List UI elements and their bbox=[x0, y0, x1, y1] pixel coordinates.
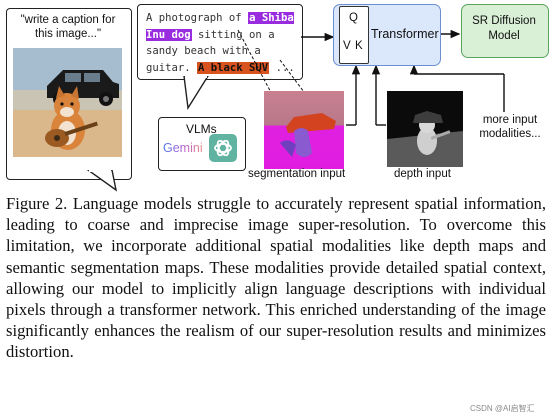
prompt-bubble-tail bbox=[86, 170, 118, 192]
watermark: CSDN @AI启智汇 bbox=[470, 404, 535, 413]
transformer-label: Transformer bbox=[371, 27, 439, 41]
query-label: Q bbox=[349, 12, 358, 24]
depth-input-label: depth input bbox=[394, 168, 451, 180]
gemini-logo: Gemini bbox=[163, 141, 203, 155]
vlm-label: VLMs bbox=[186, 122, 217, 136]
caption-highlight-suv: A black SUV bbox=[197, 61, 270, 74]
caption-part-2: sitting on a sandy beach with a guitar. bbox=[146, 28, 275, 74]
chatgpt-icon bbox=[209, 134, 237, 162]
segmentation-input-label: segmentation input bbox=[248, 168, 346, 180]
segmentation-map bbox=[264, 91, 344, 169]
caption-part-3: ... bbox=[269, 61, 295, 74]
sr-diffusion-label: SR Diffusion Model bbox=[472, 15, 536, 42]
key-label: K bbox=[355, 40, 363, 52]
depth-map bbox=[387, 91, 463, 167]
sr-diffusion-block bbox=[461, 4, 549, 58]
prompt-text: "write a caption for this image..." bbox=[20, 14, 116, 40]
caption-part-1: A photograph of bbox=[146, 12, 249, 24]
beach-photo bbox=[13, 48, 122, 157]
flow-arrows bbox=[237, 29, 505, 139]
caption-bubble-tail bbox=[183, 76, 209, 110]
qvk-attention-box bbox=[339, 6, 369, 64]
generated-caption: A photograph of a Shiba Inu dog sitting … bbox=[146, 10, 298, 76]
more-inputs-label: more input modalities... bbox=[479, 114, 541, 140]
value-label: V bbox=[343, 40, 351, 52]
figure-caption: Figure 2. Language models struggle to ac… bbox=[6, 194, 546, 362]
